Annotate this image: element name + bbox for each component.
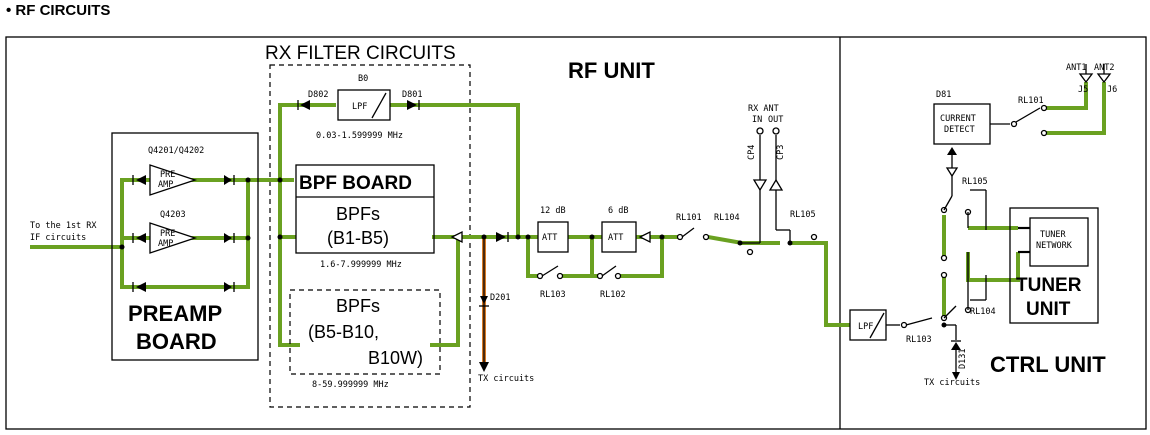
bpf-ext-text-2: (B5-B10,	[308, 322, 379, 342]
bpf-board-title: BPF BOARD	[299, 173, 412, 194]
rl101-switch	[676, 227, 710, 241]
ant1-label: ANT1	[1066, 63, 1086, 73]
current-detect-1: CURRENT	[940, 114, 976, 124]
lpf-b0	[337, 89, 391, 121]
rl102-label: RL102	[600, 290, 626, 300]
bpf-board-range: 1.6-7.999999 MHz	[320, 260, 402, 270]
bpf-board	[295, 164, 435, 254]
tuner-unit-1: TUNER	[1016, 275, 1082, 296]
d801-label: D801	[402, 90, 422, 100]
q4201-label: Q4201/Q4202	[148, 146, 204, 156]
amp2-label-b: AMP	[158, 239, 173, 249]
q4203-label: Q4203	[160, 210, 186, 220]
rl105-switch	[775, 188, 818, 246]
bpf-ext-box	[289, 289, 441, 375]
bpf-ext-range: 8-59.999999 MHz	[312, 380, 389, 390]
ctrl-rl104-label: RL104	[970, 307, 996, 317]
ctrl-paths	[942, 82, 1106, 318]
d81-label: D81	[936, 90, 951, 100]
rx-ant-title: RX ANT	[748, 104, 779, 114]
rl102-switch	[596, 265, 622, 280]
bpf-out-buffer	[450, 230, 463, 244]
rl104-label: RL104	[714, 213, 740, 223]
ctrl-rl101-label: RL101	[1018, 96, 1044, 106]
preamp-amp-1	[132, 164, 235, 196]
input-label-2: IF circuits	[30, 233, 86, 243]
bpf-board-text-1: BPFs	[336, 204, 380, 224]
att-12db	[537, 221, 569, 253]
bpf-ext-text-3: B10W)	[368, 348, 423, 368]
ant-connectors	[1078, 64, 1112, 84]
att1-text: ATT	[542, 233, 557, 243]
cp4-label: CP4	[747, 145, 757, 160]
ctrl-rl105-switch	[940, 147, 972, 262]
rx-ant-out: OUT	[768, 115, 783, 125]
current-detect-2: DETECT	[944, 125, 975, 135]
bpf-ext-text-1: BPFs	[336, 296, 380, 316]
rf-unit-label: RF UNIT	[568, 58, 655, 83]
rx-ant-in: IN	[752, 115, 762, 125]
tuner-network-2: NETWORK	[1036, 241, 1073, 251]
ctrl-lpf-text: LPF	[858, 322, 873, 332]
preamp-amp-2	[132, 222, 235, 254]
ctrl-tx-label: TX circuits	[924, 378, 980, 388]
j6-label: J6	[1107, 85, 1117, 95]
d201-label: D201	[490, 293, 510, 303]
ctrl-rl103-switch	[886, 317, 956, 329]
ant2-label: ANT2	[1094, 63, 1114, 73]
att2-text: ATT	[608, 233, 623, 243]
preamp-bypass-diodes	[132, 282, 235, 292]
rl101-label: RL101	[676, 213, 702, 223]
tuner-network-1: TUNER	[1040, 230, 1066, 240]
d131-diode	[951, 325, 961, 380]
b0-label: B0	[358, 74, 368, 84]
rl103-label: RL103	[540, 290, 566, 300]
lpf-b0-label: LPF	[352, 102, 367, 112]
tuner-network	[1029, 217, 1089, 267]
att-6db	[601, 221, 637, 253]
amp2-label-a: PRE	[160, 229, 175, 239]
rf-unit-border	[5, 36, 1147, 430]
d131-label: D131	[958, 349, 968, 369]
ctrl-rl103-label: RL103	[906, 335, 932, 345]
current-detect	[933, 103, 991, 145]
amp1-label-a: PRE	[160, 170, 175, 180]
input-label-1: To the 1st RX	[30, 221, 97, 231]
j5-label: J5	[1078, 85, 1088, 95]
tuner-unit-2: UNIT	[1026, 299, 1071, 320]
preamp-title-2: BOARD	[136, 329, 217, 354]
page-heading: • RF CIRCUITS	[6, 2, 111, 19]
preamp-title-1: PREAMP	[128, 301, 222, 326]
rx-ant-connectors	[752, 127, 784, 192]
lpf-b0-range: 0.03-1.599999 MHz	[316, 131, 403, 141]
tx-circuits-label: TX circuits	[478, 374, 534, 384]
preamp-board	[111, 132, 259, 361]
tx-arrow-rf	[479, 362, 489, 372]
tuner-unit	[1009, 207, 1099, 324]
ctrl-rl105-label: RL105	[962, 177, 988, 187]
ctrl-rl104-switch	[940, 252, 972, 322]
ctrl-rl101-switch	[1010, 104, 1048, 137]
rx-filter-label: RX FILTER CIRCUITS	[265, 43, 456, 64]
ctrl-unit-label: CTRL UNIT	[990, 352, 1106, 377]
rl105-label: RL105	[790, 210, 816, 220]
rl104-switch	[737, 188, 761, 256]
rl103-switch	[536, 265, 564, 280]
att-12db-label: 12 dB	[540, 206, 566, 216]
d801-diode	[407, 100, 417, 110]
d802-label: D802	[308, 90, 328, 100]
amp1-label-b: AMP	[158, 180, 173, 190]
d201-diode	[496, 232, 506, 242]
cp3-label: CP3	[776, 145, 786, 160]
d802-diode	[300, 100, 310, 110]
bpf-board-text-2: (B1-B5)	[327, 228, 389, 248]
att-6db-label: 6 dB	[608, 206, 628, 216]
